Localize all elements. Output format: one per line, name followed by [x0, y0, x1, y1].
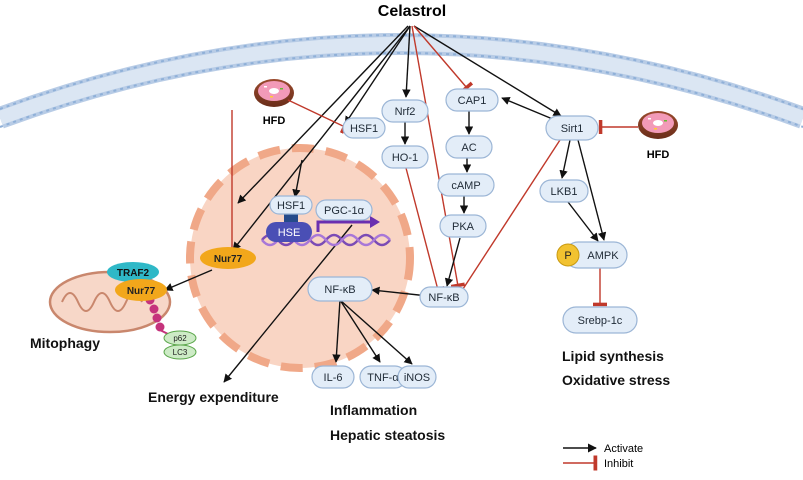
svg-text:HSF1: HSF1: [277, 200, 305, 212]
node-sirt1: Sirt1: [545, 115, 599, 141]
dna-helix: [261, 216, 391, 247]
svg-text:Nur77: Nur77: [214, 254, 243, 265]
label-oxidative-stress: Oxidative stress: [562, 372, 670, 388]
node-ampk: AMPK: [564, 241, 628, 269]
svg-text:TRAF2: TRAF2: [117, 268, 150, 279]
label-lipid-synthesis: Lipid synthesis: [562, 348, 664, 364]
svg-text:HSE: HSE: [278, 227, 301, 239]
node-camp: cAMP: [437, 173, 495, 197]
svg-text:Nrf2: Nrf2: [395, 106, 416, 118]
node-pgc1a: PGC-1α: [315, 199, 373, 221]
node-p62: p62: [163, 330, 197, 346]
svg-text:TNF-α: TNF-α: [367, 372, 399, 384]
node-il6: IL-6: [311, 365, 355, 389]
node-hse: HSE: [266, 222, 312, 242]
edges: [164, 25, 638, 383]
node-hsf1-inner: HSF1: [269, 195, 313, 215]
phospho-badge: P: [556, 243, 580, 267]
node-nrf2: Nrf2: [381, 99, 429, 123]
svg-text:PGC-1α: PGC-1α: [324, 205, 365, 217]
node-lkb1: LKB1: [539, 179, 589, 203]
svg-text:NF-κB: NF-κB: [324, 284, 355, 296]
node-ac: AC: [445, 135, 493, 159]
legend: Activate Inhibit: [563, 443, 643, 471]
node-cap1: CAP1: [445, 88, 499, 112]
node-pka: PKA: [439, 214, 487, 238]
hfd-label-right: HFD: [647, 149, 670, 161]
node-hsf1-outer: HSF1: [342, 117, 386, 139]
hfd-label-left: HFD: [263, 115, 286, 127]
svg-text:CAP1: CAP1: [458, 95, 487, 107]
node-nur77-nucleus: Nur77: [200, 247, 256, 269]
label-inflammation: Inflammation: [330, 402, 417, 418]
title-celastrol: Celastrol: [378, 3, 446, 20]
svg-text:Sirt1: Sirt1: [561, 123, 584, 135]
cell-membrane: [0, 33, 803, 129]
svg-text:PKA: PKA: [452, 221, 475, 233]
node-inos: iNOS: [397, 365, 437, 389]
svg-text:AC: AC: [461, 142, 476, 154]
label-mitophagy: Mitophagy: [30, 335, 100, 351]
legend-activate: Activate: [604, 443, 643, 455]
node-nfkb-small: NF-κB: [419, 286, 469, 308]
node-lc3: LC3: [163, 344, 197, 360]
svg-text:Nur77: Nur77: [127, 286, 156, 297]
svg-text:P: P: [564, 250, 571, 262]
svg-text:Srebp-1c: Srebp-1c: [578, 315, 623, 327]
label-hepatic-steatosis: Hepatic steatosis: [330, 427, 445, 443]
svg-text:p62: p62: [173, 334, 187, 343]
donut-icon: [638, 111, 678, 139]
svg-text:HO-1: HO-1: [392, 152, 418, 164]
donut-icon: [254, 79, 294, 107]
svg-text:NF-κB: NF-κB: [428, 292, 459, 304]
svg-text:iNOS: iNOS: [404, 372, 430, 384]
svg-text:cAMP: cAMP: [451, 180, 480, 192]
node-srebp1c: Srebp-1c: [562, 306, 638, 334]
node-nur77-mito: Nur77: [115, 279, 167, 301]
legend-inhibit: Inhibit: [604, 458, 633, 470]
svg-text:LC3: LC3: [173, 348, 188, 357]
node-traf2: TRAF2: [107, 262, 159, 282]
node-ho1: HO-1: [381, 145, 429, 169]
node-nfkb-main: NF-κB: [307, 276, 373, 302]
label-energy-expenditure: Energy expenditure: [148, 389, 279, 405]
svg-text:LKB1: LKB1: [551, 186, 578, 198]
svg-text:HSF1: HSF1: [350, 123, 378, 135]
svg-text:IL-6: IL-6: [324, 372, 343, 384]
ubiquitin-chain: [145, 295, 171, 336]
svg-text:AMPK: AMPK: [587, 250, 619, 262]
